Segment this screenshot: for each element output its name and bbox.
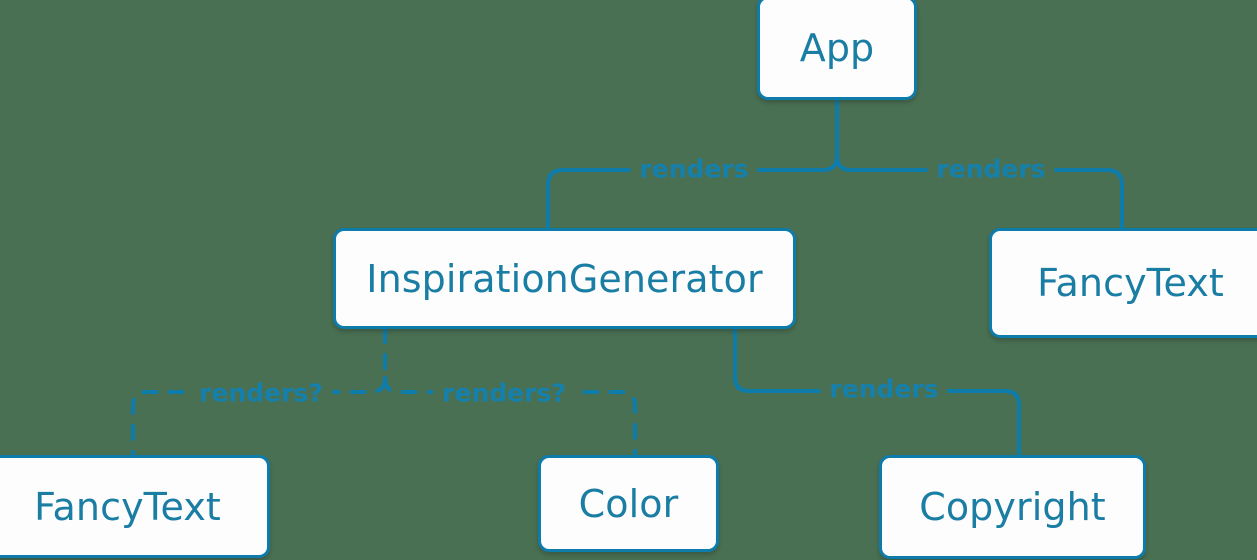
edge-label-app-to-inspiration-generator: renders	[630, 154, 758, 184]
node-copyright[interactable]: Copyright	[879, 455, 1146, 559]
node-inspiration-generator-label: InspirationGenerator	[366, 256, 763, 301]
node-color[interactable]: Color	[538, 455, 719, 552]
node-app[interactable]: App	[757, 0, 917, 100]
edge-label-ig-to-fancytext-left: renders?	[190, 378, 332, 408]
edge-ig-to-color	[383, 376, 637, 457]
node-fancytext-right[interactable]: FancyText	[989, 228, 1257, 338]
edge-label-app-to-fancytext-right: renders	[927, 154, 1055, 184]
edge-label-ig-to-color: renders?	[433, 378, 575, 408]
node-color-label: Color	[578, 481, 679, 526]
node-inspiration-generator[interactable]: InspirationGenerator	[333, 228, 796, 329]
edge-app-trunk-left	[546, 154, 839, 230]
node-fancytext-left[interactable]: FancyText	[0, 455, 270, 558]
edge-label-ig-to-copyright: renders	[820, 374, 948, 404]
node-fancytext-left-label: FancyText	[34, 484, 221, 529]
node-copyright-label: Copyright	[919, 485, 1106, 529]
node-fancytext-right-label: FancyText	[1037, 261, 1224, 305]
node-app-label: App	[799, 26, 875, 70]
